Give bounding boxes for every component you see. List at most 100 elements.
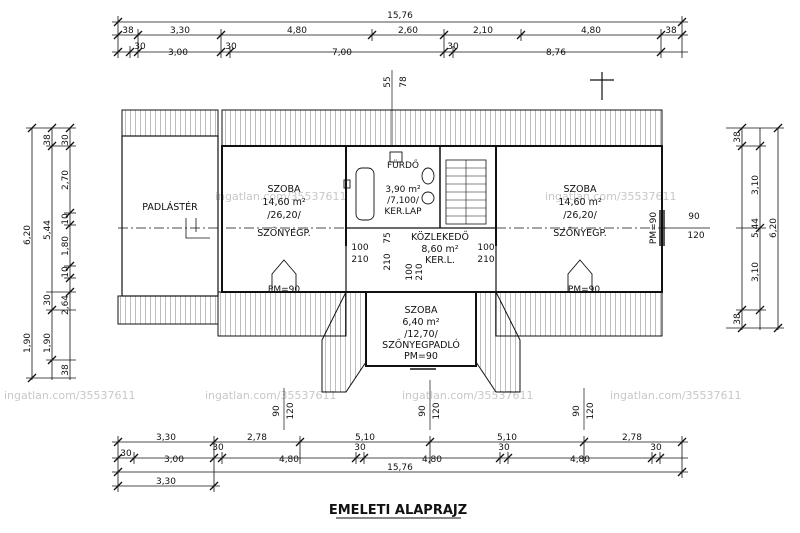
right-room-area: 14,60 m²: [558, 197, 601, 208]
left-room-ratio: /26,20/: [267, 210, 301, 221]
dim-label: 3,10: [751, 262, 761, 282]
shower-icon: [389, 151, 403, 163]
top-window-height: 78: [399, 76, 409, 88]
right-room-name: SZOBA: [563, 184, 597, 195]
small-room-floor: SZŐNYEGPADLÓ: [382, 339, 460, 351]
bottom-right-height: 120: [586, 402, 596, 419]
small-room-window: PM=90: [404, 351, 438, 362]
dim-label: 4,80: [570, 455, 590, 465]
dim-label: 3,10: [751, 175, 761, 195]
dim-label: 10: [61, 266, 71, 278]
door-right-height: 210: [477, 255, 494, 265]
window-side-height: 120: [687, 231, 704, 241]
dim-total-top: 15,76: [387, 11, 413, 21]
bottom-dimensions: [112, 436, 688, 492]
dim-label: 3,00: [164, 455, 184, 465]
leader-lines: [283, 70, 710, 430]
left-room-area: 14,60 m²: [262, 197, 305, 208]
dim-label: 2,60: [398, 26, 418, 36]
bottom-right-width: 90: [572, 405, 582, 417]
door-bath-width: 75: [383, 232, 393, 243]
dim-label: 1,90: [23, 333, 33, 353]
dim-label: 30: [134, 42, 146, 52]
room-labels: PADLÁSTÉR SZOBA 14,60 m² /26,20/ SZŐNYEG…: [142, 160, 606, 362]
dim-label: 10: [61, 213, 71, 225]
toilet-icon: [421, 167, 435, 185]
dim-label: 8,76: [546, 48, 566, 58]
dim-label: 30: [498, 443, 510, 453]
dim-label: 3,30: [170, 26, 190, 36]
right-dimensions: [726, 123, 784, 333]
dim-total-bottom: 15,76: [387, 463, 413, 473]
dim-label: 6,20: [769, 218, 779, 238]
bathtub-icon: [355, 167, 375, 221]
door-small-width: 100: [405, 263, 415, 280]
dim-label: 3,30: [156, 477, 176, 487]
window-right-label: PM=90: [568, 285, 600, 295]
radiator-icon: [343, 179, 351, 189]
dim-label: 5,44: [43, 220, 53, 240]
dim-label: 30: [212, 443, 224, 453]
watermark-text: ingatlan.com/35537611: [545, 190, 677, 203]
dim-label: 5,44: [751, 218, 761, 238]
dim-label: 2,78: [247, 433, 267, 443]
left-dimension-labels: 6,20 5,44 38 30 2,70 10 1,80 10 30 2,64 …: [23, 134, 71, 376]
corridor-name: KÖZLEKEDŐ: [411, 232, 469, 243]
door-bath-height: 210: [383, 253, 393, 270]
attic-name: PADLÁSTÉR: [142, 201, 198, 213]
bottom-mid-height: 120: [432, 402, 442, 419]
door-right-width: 100: [477, 243, 494, 253]
dim-label: 1,90: [43, 333, 53, 353]
dim-label: 30: [61, 134, 71, 146]
sink-icon: [421, 191, 435, 205]
bathroom-area: 3,90 m²: [385, 185, 421, 195]
dim-label: 2,10: [473, 26, 493, 36]
dim-label: 6,20: [23, 225, 33, 245]
dim-label: 4,80: [279, 455, 299, 465]
dim-label: 30: [225, 42, 237, 52]
window-side-width: 90: [688, 212, 700, 222]
dim-label: 3,30: [156, 433, 176, 443]
door-small-height: 210: [415, 263, 425, 280]
right-room-floor: SZŐNYEGP.: [553, 228, 607, 239]
bottom-mid-width: 90: [418, 405, 428, 417]
roof-hatching: [117, 109, 663, 393]
watermark-text: ingatlan.com/35537611: [4, 389, 136, 402]
dim-label: 30: [43, 294, 53, 306]
dim-label: 4,80: [581, 26, 601, 36]
watermark-text: ingatlan.com/35537611: [610, 389, 742, 402]
dim-label: 5,10: [497, 433, 517, 443]
bottom-dimension-labels: 3,30 2,78 5,10 5,10 2,78 30 3,00 30 4,80…: [120, 433, 662, 487]
dim-label: 3,00: [168, 48, 188, 58]
watermark-text: ingatlan.com/35537611: [215, 190, 347, 203]
dim-label: 2,70: [61, 170, 71, 190]
right-dimension-labels: 6,20 5,44 38 3,10 3,10 38: [733, 131, 779, 325]
dim-label: 30: [447, 42, 459, 52]
roof-window-left-icon: [266, 259, 302, 293]
right-room-ratio: /26,20/: [563, 210, 597, 221]
dim-label: 4,80: [287, 26, 307, 36]
dim-label: 38: [665, 26, 677, 36]
left-room-name: SZOBA: [267, 184, 301, 195]
opening-labels: PM=90 PM=90 PM=90 90 120 100 210 100 210…: [268, 76, 705, 420]
dim-label: 38: [733, 131, 743, 143]
dim-label: 5,10: [355, 433, 375, 443]
dim-label: 38: [43, 134, 53, 146]
dim-label: 30: [650, 443, 662, 453]
dim-label: 30: [120, 449, 132, 459]
small-room-area: 6,40 m²: [402, 317, 439, 328]
dim-label: 2,64: [61, 295, 71, 315]
dim-label: 2,78: [622, 433, 642, 443]
attic-detail: [185, 218, 210, 239]
top-dimension-labels: 15,76 38 3,30 4,80 2,60 2,10 4,80 38 30 …: [122, 11, 677, 58]
door-left-width: 100: [351, 243, 368, 253]
top-window-width: 55: [383, 76, 393, 87]
dim-label: 38: [122, 26, 134, 36]
corridor-floor: KER.L.: [425, 255, 455, 266]
bottom-left-width: 90: [272, 405, 282, 417]
watermark-text: ingatlan.com/35537611: [205, 389, 337, 402]
bathroom-fixtures: [343, 151, 435, 221]
window-small-room-icon: [410, 365, 436, 370]
window-left-label: PM=90: [268, 285, 300, 295]
window-side-label: PM=90: [649, 212, 659, 244]
